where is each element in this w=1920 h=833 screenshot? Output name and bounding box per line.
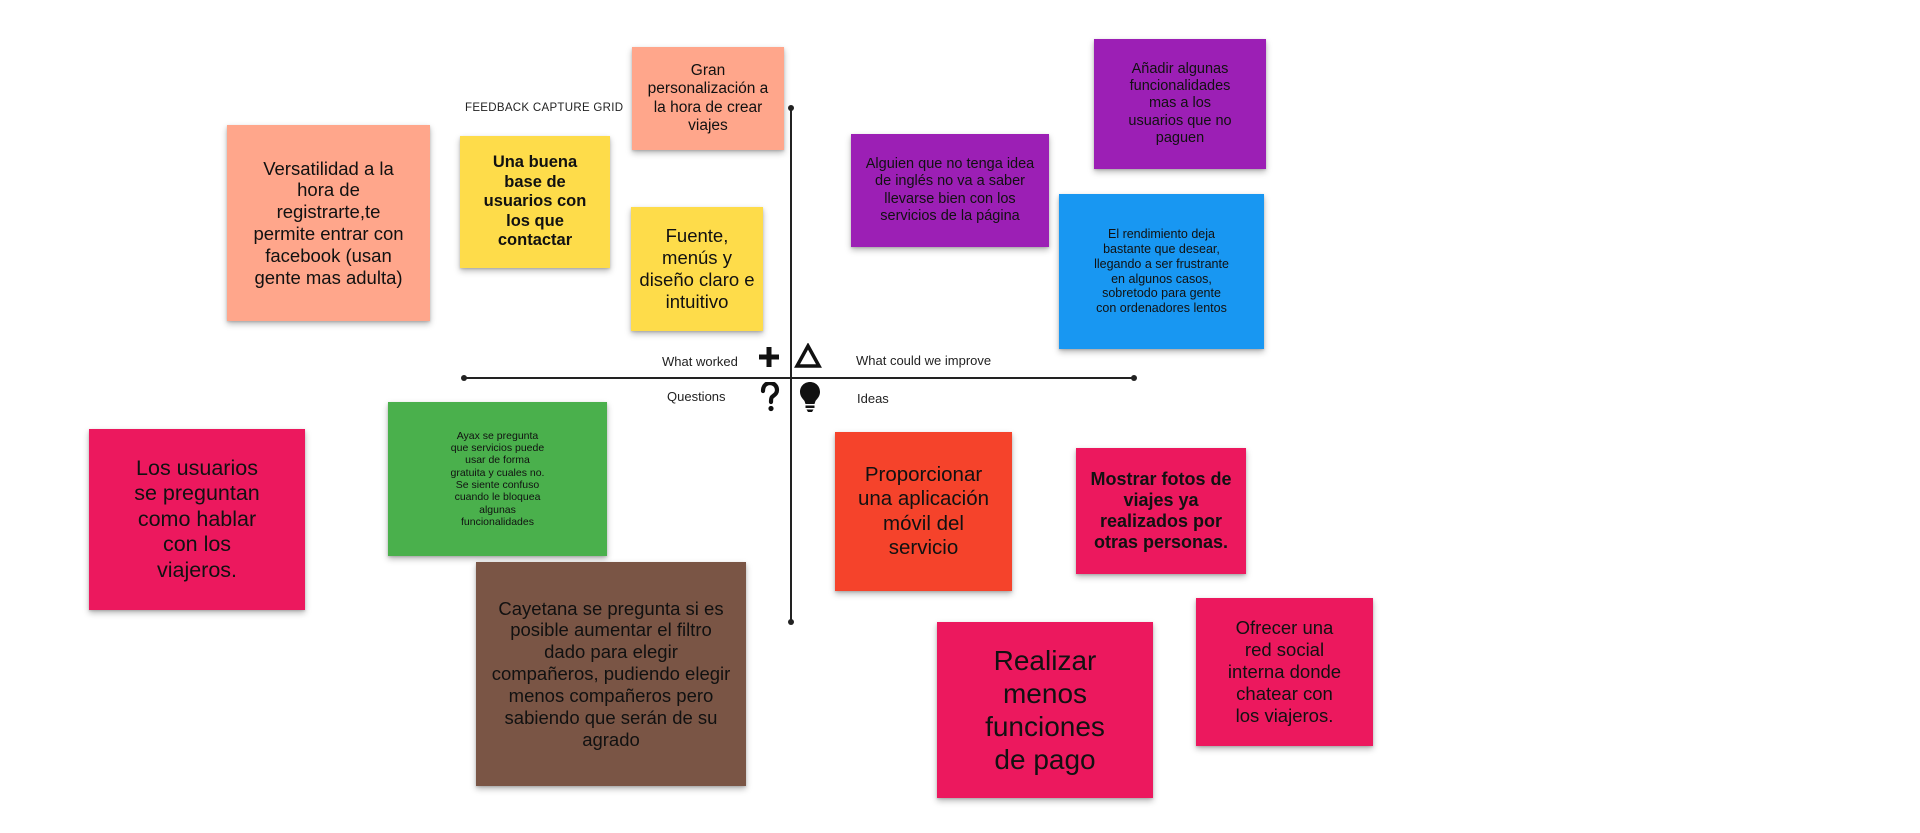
axis-endpoint-bottom <box>788 619 794 625</box>
sticky-note-text: El rendimiento deja bastante que desear,… <box>1094 227 1229 315</box>
sticky-note-text: Realizar menos funciones de pago <box>985 644 1105 776</box>
sticky-note-text: Ayax se pregunta que servicios puede usa… <box>450 429 545 529</box>
lightbulb-icon <box>800 382 820 412</box>
axis-endpoint-left <box>461 375 467 381</box>
horizontal-axis <box>464 377 1136 379</box>
sticky-note-social-network[interactable]: Ofrecer una red social interna donde cha… <box>1196 598 1373 746</box>
axis-endpoint-right <box>1131 375 1137 381</box>
delta-icon <box>794 343 822 368</box>
sticky-note-text: Añadir algunas funcionalidades mas a los… <box>1128 61 1232 146</box>
sticky-note-text: Los usuarios se preguntan como hablar co… <box>134 456 260 582</box>
sticky-note-mobile-app[interactable]: Proporcionar una aplicación móvil del se… <box>835 432 1012 591</box>
sticky-note-ayax[interactable]: Ayax se pregunta que servicios puede usa… <box>388 402 607 556</box>
grid-title: FEEDBACK CAPTURE GRID <box>465 102 624 114</box>
sticky-note-text: Ofrecer una red social interna donde cha… <box>1227 617 1342 726</box>
sticky-note-fewer-paid[interactable]: Realizar menos funciones de pago <box>937 622 1153 798</box>
question-mark-icon <box>760 382 780 412</box>
sticky-note-text: Cayetana se pregunta si es posible aumen… <box>491 597 731 750</box>
sticky-note-user-base[interactable]: Una buena base de usuarios con los que c… <box>460 136 610 268</box>
sticky-note-text: Mostrar fotos de viajes ya realizados po… <box>1090 468 1232 553</box>
sticky-note-photos[interactable]: Mostrar fotos de viajes ya realizados po… <box>1076 448 1246 574</box>
sticky-note-text: Proporcionar una aplicación móvil del se… <box>857 463 990 559</box>
sticky-note-text: Una buena base de usuarios con los que c… <box>483 153 587 250</box>
sticky-note-versatility[interactable]: Versatilidad a la hora de registrarte,te… <box>227 125 430 321</box>
sticky-note-design[interactable]: Fuente, menús y diseño claro e intuitivo <box>631 207 763 331</box>
vertical-axis <box>790 107 792 622</box>
plus-icon <box>759 347 779 367</box>
sticky-note-cayetana[interactable]: Cayetana se pregunta si es posible aumen… <box>476 562 746 786</box>
sticky-note-text: Fuente, menús y diseño claro e intuitivo <box>639 225 755 312</box>
sticky-note-free-features[interactable]: Añadir algunas funcionalidades mas a los… <box>1094 39 1266 169</box>
sticky-note-text: Gran personalización a la hora de crear … <box>647 61 769 134</box>
sticky-note-performance[interactable]: El rendimiento deja bastante que desear,… <box>1059 194 1264 349</box>
quadrant-label-worked: What worked <box>662 354 738 369</box>
sticky-note-personalization[interactable]: Gran personalización a la hora de crear … <box>632 47 784 150</box>
sticky-note-talk-travelers[interactable]: Los usuarios se preguntan como hablar co… <box>89 429 305 610</box>
sticky-note-text: Versatilidad a la hora de registrarte,te… <box>253 157 404 288</box>
quadrant-label-improve: What could we improve <box>856 353 992 368</box>
sticky-note-text: Alguien que no tenga idea de inglés no v… <box>865 156 1035 224</box>
axis-endpoint-top <box>788 105 794 111</box>
quadrant-label-ideas: Ideas <box>857 391 889 406</box>
quadrant-label-questions: Questions <box>667 389 726 404</box>
sticky-note-english[interactable]: Alguien que no tenga idea de inglés no v… <box>851 134 1049 247</box>
